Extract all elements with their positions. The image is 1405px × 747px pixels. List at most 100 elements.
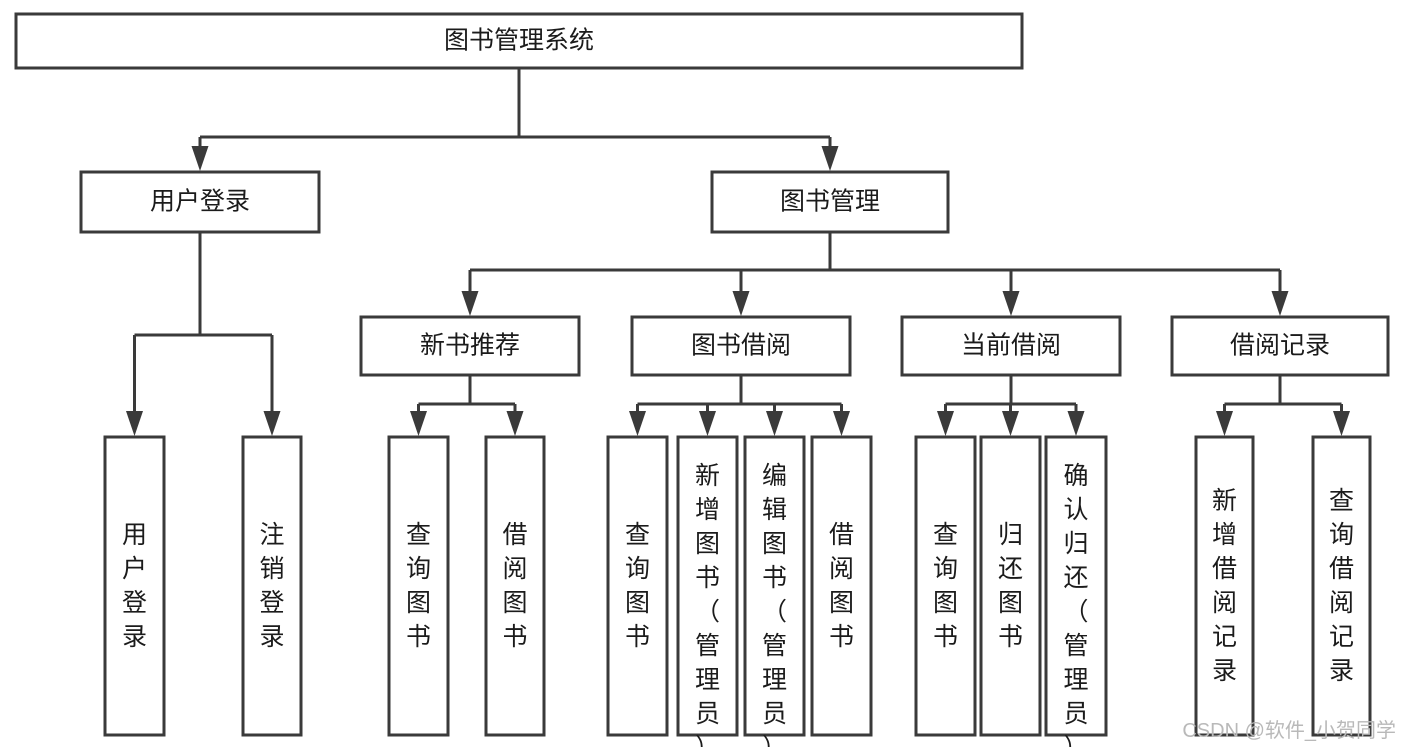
arrow-head-icon xyxy=(1067,411,1085,436)
label-char: 记 xyxy=(1212,623,1237,651)
label-char: 记 xyxy=(1329,623,1354,651)
node-box-leaf-user-login[interactable] xyxy=(103,435,166,737)
arrow-head-icon xyxy=(1216,411,1233,436)
node-box-current-borrow[interactable] xyxy=(900,315,1122,377)
label-char: 增 xyxy=(1212,521,1237,549)
label-char: 阅 xyxy=(502,555,527,583)
label-char: 阅 xyxy=(829,555,854,583)
node-box-leaf-add-record[interactable] xyxy=(1194,435,1255,737)
node-layer: 图书管理系统用户登录图书管理新书推荐图书借阅当前借阅借阅记录用户登录注销登录查询… xyxy=(14,12,1390,747)
label-char: 新 xyxy=(695,462,720,490)
node-box-borrow-record[interactable] xyxy=(1170,315,1390,377)
label-char: 录 xyxy=(1212,657,1237,685)
label-char: （ xyxy=(1063,598,1088,626)
node-label-borrow-record: 借阅记录 xyxy=(1230,332,1330,360)
node-box-leaf-return-book[interactable] xyxy=(979,435,1042,737)
label-char: 员 xyxy=(1063,700,1088,728)
arrow-head-icon xyxy=(263,411,281,436)
label-char: 图 xyxy=(998,589,1023,617)
arrow-head-icon xyxy=(461,291,479,316)
node-current-borrow[interactable]: 当前借阅 xyxy=(900,315,1122,377)
label-char: 图 xyxy=(762,530,787,558)
arrow-head-icon xyxy=(191,146,209,171)
node-user-login[interactable]: 用户登录 xyxy=(79,170,321,234)
label-char: 辑 xyxy=(762,496,787,524)
label-char: 图 xyxy=(502,589,527,617)
label-char: 员 xyxy=(762,700,787,728)
node-new-book-rec[interactable]: 新书推荐 xyxy=(359,315,581,377)
node-label-book-manage: 图书管理 xyxy=(780,188,880,216)
node-box-user-login[interactable] xyxy=(79,170,321,234)
label-char: 书 xyxy=(695,564,720,592)
node-box-leaf-query-book-current[interactable] xyxy=(914,435,977,737)
node-label-book-borrow: 图书借阅 xyxy=(691,332,791,360)
node-book-borrow[interactable]: 图书借阅 xyxy=(630,315,852,377)
node-label-user-login: 用户登录 xyxy=(150,188,250,216)
node-box-book-manage[interactable] xyxy=(710,170,950,234)
node-box-new-book-rec[interactable] xyxy=(359,315,581,377)
arrow-head-icon xyxy=(1333,411,1350,436)
node-box-leaf-add-book[interactable] xyxy=(676,435,739,737)
node-leaf-user-login[interactable]: 用户登录 xyxy=(103,435,166,737)
arrow-head-icon xyxy=(410,411,427,436)
node-box-leaf-user-logout[interactable] xyxy=(241,435,303,737)
label-char: 理 xyxy=(1063,666,1088,694)
label-char: 理 xyxy=(695,666,720,694)
node-box-leaf-edit-book[interactable] xyxy=(743,435,806,737)
label-char: 书 xyxy=(625,623,650,651)
arrow-head-icon xyxy=(732,291,750,316)
node-box-leaf-query-book-rec[interactable] xyxy=(387,435,450,737)
label-char: 管 xyxy=(1063,632,1088,660)
node-box-leaf-query-record[interactable] xyxy=(1311,435,1372,737)
label-char: 管 xyxy=(695,632,720,660)
connector-group-borrow-record xyxy=(1216,375,1350,436)
node-book-manage[interactable]: 图书管理 xyxy=(710,170,950,234)
node-label-current-borrow: 当前借阅 xyxy=(961,332,1061,360)
node-box-leaf-borrow-book-rec[interactable] xyxy=(484,435,546,737)
arrow-head-icon xyxy=(766,411,783,436)
label-char: 书 xyxy=(406,623,431,651)
arrow-head-icon xyxy=(1002,411,1019,436)
node-box-book-borrow[interactable] xyxy=(630,315,852,377)
label-char: 注 xyxy=(259,521,284,549)
label-char: 录 xyxy=(1329,657,1354,685)
label-char: 新 xyxy=(1212,487,1237,515)
label-char: 图 xyxy=(695,530,720,558)
label-char: 书 xyxy=(829,623,854,651)
label-char: 图 xyxy=(933,589,958,617)
label-char: ） xyxy=(695,734,720,747)
label-char: 录 xyxy=(122,623,147,651)
label-char: 查 xyxy=(406,521,431,549)
arrow-head-icon xyxy=(937,411,954,436)
label-char: 编 xyxy=(762,462,787,490)
label-char: 还 xyxy=(998,555,1023,583)
node-box-leaf-borrow-book[interactable] xyxy=(810,435,873,737)
connector-group-new-book-rec xyxy=(410,375,524,436)
label-char: 理 xyxy=(762,666,787,694)
node-box-leaf-confirm-return[interactable] xyxy=(1044,435,1108,737)
node-box-leaf-query-book-borrow[interactable] xyxy=(606,435,669,737)
label-char: 书 xyxy=(502,623,527,651)
node-borrow-record[interactable]: 借阅记录 xyxy=(1170,315,1390,377)
node-root[interactable]: 图书管理系统 xyxy=(14,12,1024,70)
node-box-root[interactable] xyxy=(14,12,1024,70)
label-char: 借 xyxy=(502,521,527,549)
